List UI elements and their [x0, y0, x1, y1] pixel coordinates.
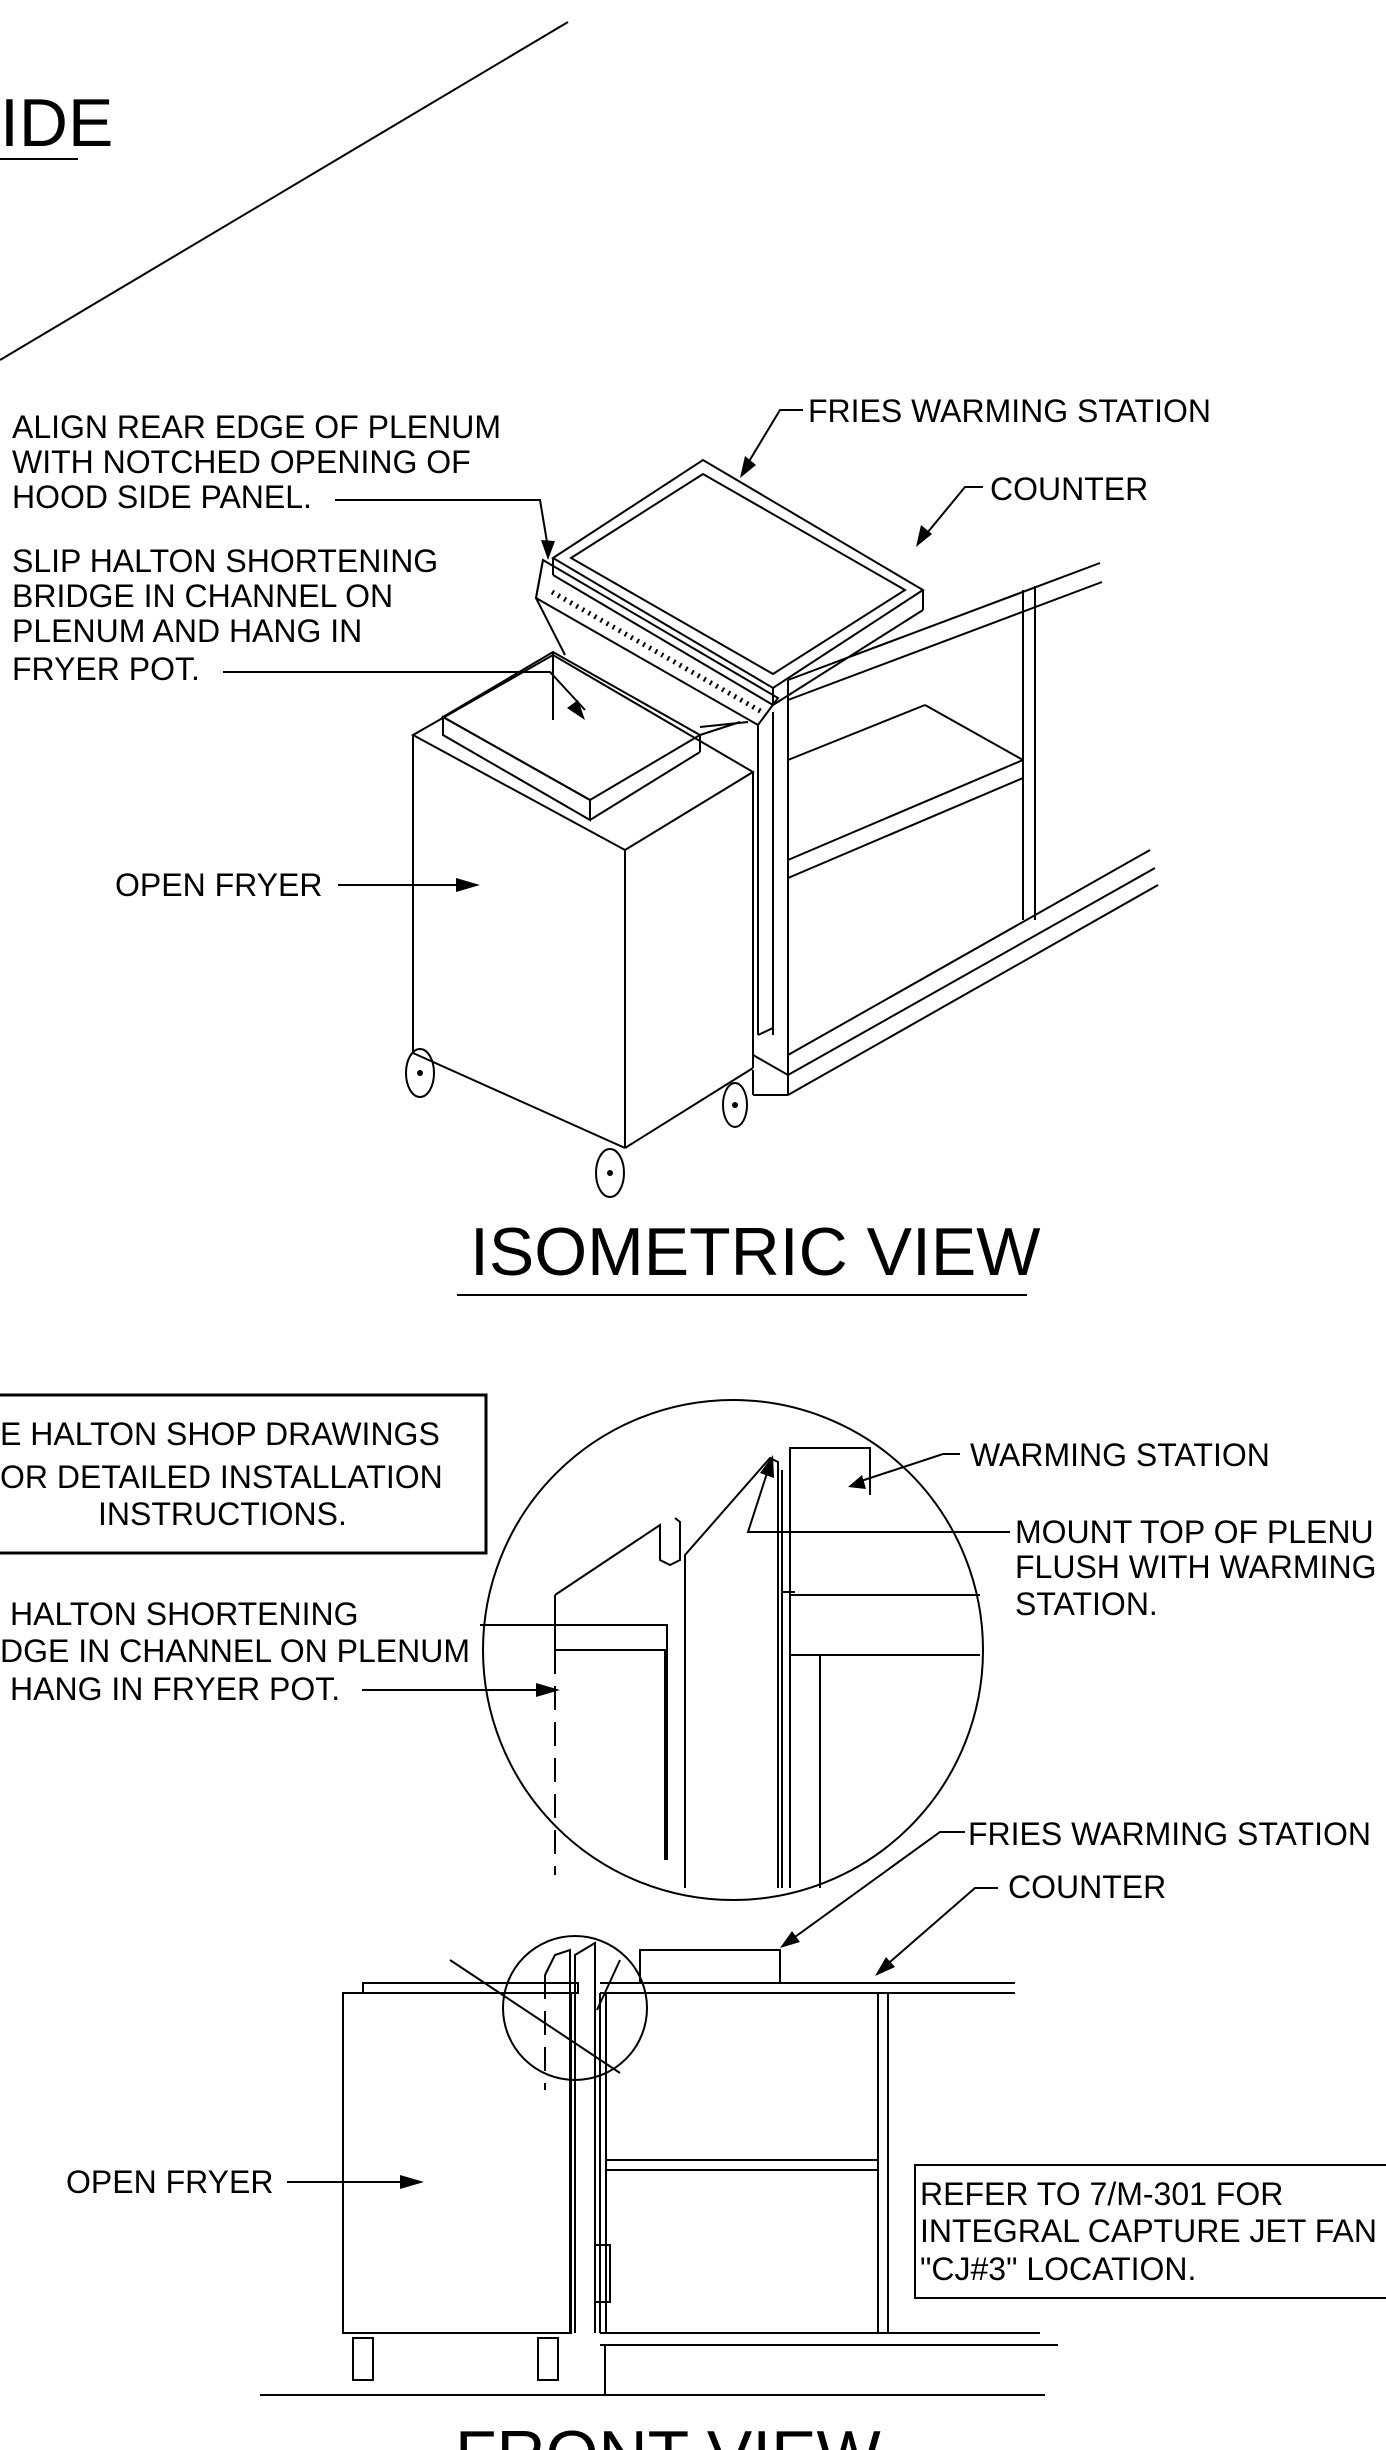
- mount-top-label-line3: STATION.: [1015, 1586, 1158, 1622]
- side-view-title-fragment: IDE: [0, 85, 113, 161]
- slip-bridge-label-line1: SLIP HALTON SHORTENING: [12, 543, 438, 579]
- slip-bridge-label-line4: FRYER POT.: [12, 651, 200, 687]
- front-open-fryer-label: OPEN FRYER: [66, 2164, 273, 2200]
- iso-leaders: [223, 409, 983, 892]
- shop-drawings-note-line3: INSTRUCTIONS.: [98, 1496, 347, 1532]
- slip-bridge-label-line3: PLENUM AND HANG IN: [12, 613, 362, 649]
- refer-note-line3: "CJ#3" LOCATION.: [920, 2251, 1196, 2287]
- shop-drawings-note-line1: E HALTON SHOP DRAWINGS: [0, 1416, 440, 1452]
- isometric-view: ALIGN REAR EDGE OF PLENUM WITH NOTCHED O…: [12, 393, 1211, 1296]
- top-fragment: IDE: [0, 21, 569, 361]
- iso-counter: [752, 562, 1159, 1096]
- fries-warming-station-label: FRIES WARMING STATION: [808, 393, 1211, 429]
- front-view: E HALTON SHOP DRAWINGS OR DETAILED INSTA…: [0, 1393, 1386, 2450]
- front-slip-bridge-label-line2: DGE IN CHANNEL ON PLENUM: [0, 1633, 470, 1669]
- title-block-diagonal-line: [0, 21, 569, 361]
- front-elevation: [260, 1935, 1058, 2396]
- refer-note-line1: REFER TO 7/M-301 FOR: [920, 2176, 1283, 2212]
- isometric-view-title: ISOMETRIC VIEW: [470, 1214, 1040, 1290]
- iso-labels: ALIGN REAR EDGE OF PLENUM WITH NOTCHED O…: [12, 393, 1211, 903]
- align-rear-edge-label-line2: WITH NOTCHED OPENING OF: [12, 444, 471, 480]
- front-fries-warming-station-label: FRIES WARMING STATION: [968, 1816, 1371, 1852]
- iso-open-fryer: [405, 650, 755, 1198]
- front-slip-bridge-label-line3: HANG IN FRYER POT.: [10, 1671, 340, 1707]
- front-slip-bridge-label-line1: HALTON SHORTENING: [10, 1596, 359, 1632]
- align-rear-edge-label-line3: HOOD SIDE PANEL.: [12, 479, 312, 515]
- mount-top-label-line2: FLUSH WITH WARMING: [1015, 1549, 1376, 1585]
- warming-station-label: WARMING STATION: [970, 1437, 1270, 1473]
- mount-top-label-line1: MOUNT TOP OF PLENU: [1015, 1514, 1374, 1550]
- iso-plenum: [534, 558, 780, 1036]
- open-fryer-label: OPEN FRYER: [115, 867, 322, 903]
- refer-note-line2: INTEGRAL CAPTURE JET FAN: [920, 2213, 1377, 2249]
- front-view-title: FRONT VIEW: [455, 2417, 881, 2450]
- front-labels: HALTON SHORTENING DGE IN CHANNEL ON PLEN…: [0, 1437, 1376, 2200]
- align-rear-edge-label-line1: ALIGN REAR EDGE OF PLENUM: [12, 409, 501, 445]
- counter-label: COUNTER: [990, 471, 1148, 507]
- iso-fries-warming-station: [551, 458, 925, 706]
- shop-drawings-note-line2: OR DETAILED INSTALLATION: [0, 1459, 443, 1495]
- front-counter-label: COUNTER: [1008, 1869, 1166, 1905]
- front-detail-circle: [449, 1399, 984, 2074]
- slip-bridge-label-line2: BRIDGE IN CHANNEL ON: [12, 578, 393, 614]
- shop-drawings-note: E HALTON SHOP DRAWINGS OR DETAILED INSTA…: [0, 1393, 488, 1555]
- front-leaders: [287, 1453, 1010, 2189]
- refer-note: REFER TO 7/M-301 FOR INTEGRAL CAPTURE JE…: [914, 2164, 1386, 2299]
